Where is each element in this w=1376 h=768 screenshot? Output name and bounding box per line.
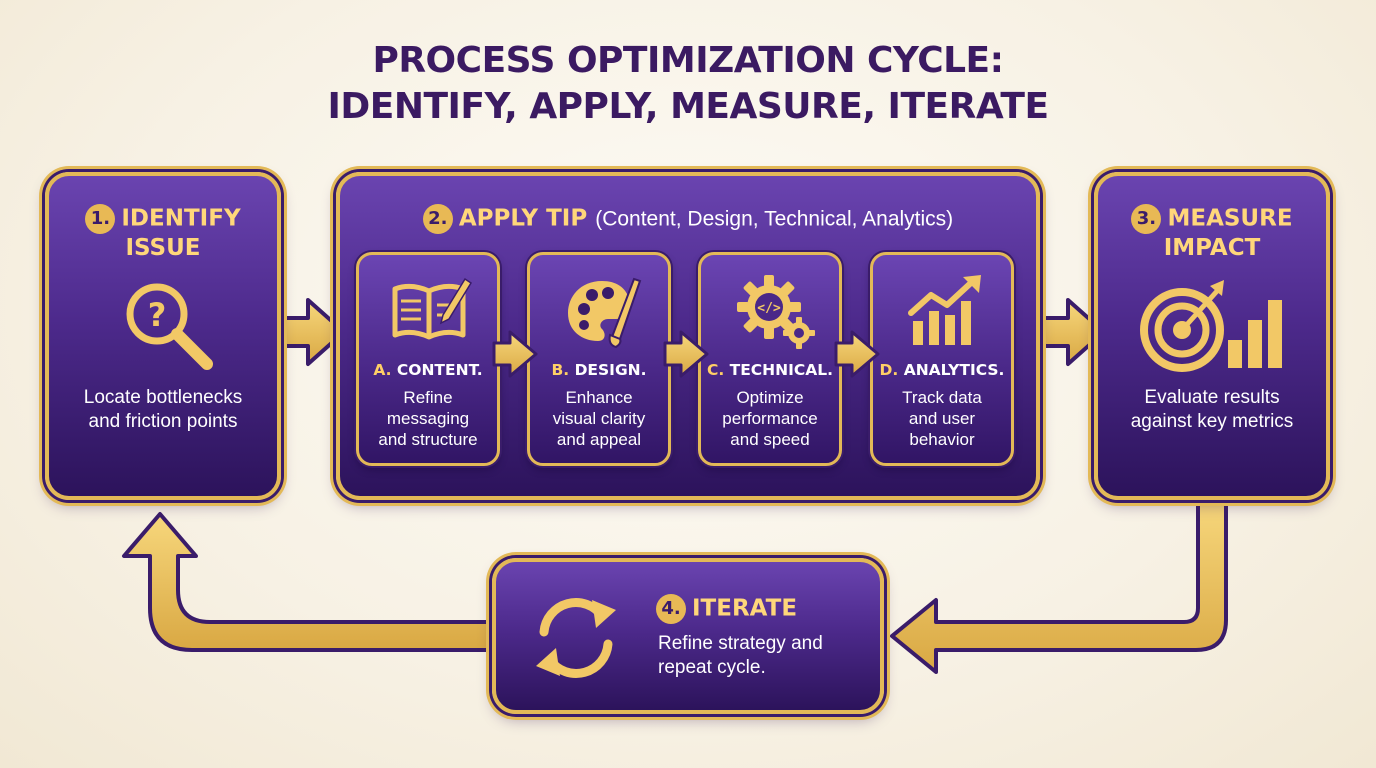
title-line-1: PROCESS OPTIMIZATION CYCLE: — [372, 40, 1004, 81]
tip-letter: C. — [706, 361, 725, 379]
tip-desc-line-3: and structure — [378, 430, 478, 449]
iterate-desc-line-1: Refine strategy and — [658, 633, 823, 654]
title-line-2: IDENTIFY, APPLY, MEASURE, ITERATE — [327, 86, 1049, 127]
arrow-identify-to-apply — [276, 298, 346, 366]
tip-desc-line-2: and user — [908, 409, 976, 428]
identify-title-line-2: ISSUE — [125, 235, 201, 261]
tip-card-analytics: D. ANALYTICS. Track data and user behavi… — [870, 252, 1014, 466]
tip-card-content: A. CONTENT. Refine messaging and structu… — [356, 252, 500, 466]
tip-desc-line-1: Enhance — [565, 388, 633, 407]
identify-title-line-1: IDENTIFY — [121, 205, 241, 232]
svg-text:</>: </> — [757, 301, 781, 316]
tip-letter: D. — [879, 361, 899, 379]
tip-desc-line-2: performance — [722, 409, 818, 428]
tip-letter: B. — [551, 361, 570, 379]
tip-desc-line-1: Refine — [403, 388, 453, 407]
iterate-title: ITERATE — [692, 595, 798, 622]
tip-desc-line-2: visual clarity — [552, 409, 646, 428]
growth-chart-icon — [908, 275, 981, 345]
page-title: PROCESS OPTIMIZATION CYCLE: IDENTIFY, AP… — [0, 38, 1376, 130]
identify-desc-line-2: and friction points — [88, 411, 238, 432]
tip-desc-line-3: and speed — [730, 430, 810, 449]
apply-title: APPLY TIP — [458, 205, 588, 232]
svg-text:?: ? — [148, 296, 167, 334]
arrow-iterate-to-identify — [122, 512, 496, 652]
tip-desc-line-2: messaging — [386, 409, 470, 428]
step-number-badge: 2. — [422, 204, 453, 234]
tip-desc-line-3: behavior — [909, 430, 975, 449]
iterate-desc-line-2: repeat cycle. — [658, 657, 766, 678]
tip-desc-line-1: Track data — [902, 388, 982, 407]
cycle-arrows-icon — [536, 598, 616, 678]
iterate-card: 4.ITERATE Refine strategy and repeat cyc… — [492, 558, 884, 714]
identify-desc-line-1: Locate bottlenecks — [83, 387, 243, 408]
identify-issue-card: 1.IDENTIFY ISSUE ? Locate bottlenecks an… — [45, 172, 281, 500]
code-gear-icon: </> — [737, 275, 815, 349]
tip-label: DESIGN. — [574, 361, 647, 379]
tip-label: ANALYTICS. — [903, 361, 1005, 379]
step-number-badge: 1. — [85, 204, 116, 234]
tip-desc-line-1: Optimize — [736, 388, 804, 407]
tip-label: CONTENT. — [396, 361, 483, 379]
measure-desc-line-1: Evaluate results — [1144, 387, 1280, 408]
tip-label: TECHNICAL. — [729, 361, 834, 379]
step-number-badge: 4. — [656, 594, 686, 624]
tip-desc-line-3: and appeal — [556, 430, 642, 449]
tip-card-technical: </> C. TECHNICAL. Optimize performance a… — [698, 252, 842, 466]
measure-desc-line-2: against key metrics — [1130, 411, 1294, 432]
measure-impact-card: 3.MEASURE IMPACT Evaluate results agains… — [1094, 172, 1330, 500]
magnifier-question-icon: ? — [126, 283, 213, 370]
step-number-badge: 3. — [1131, 204, 1162, 234]
palette-brush-icon — [568, 277, 642, 349]
measure-title-line-1: MEASURE — [1167, 205, 1293, 232]
measure-title-line-2: IMPACT — [1163, 235, 1261, 261]
tip-letter: A. — [373, 361, 392, 379]
apply-subtitle: (Content, Design, Technical, Analytics) — [595, 207, 954, 231]
arrow-measure-to-iterate — [890, 498, 1228, 674]
book-pencil-icon — [392, 277, 473, 340]
target-bars-icon — [1140, 280, 1282, 372]
tip-card-design: B. DESIGN. Enhance visual clarity and ap… — [527, 252, 671, 466]
